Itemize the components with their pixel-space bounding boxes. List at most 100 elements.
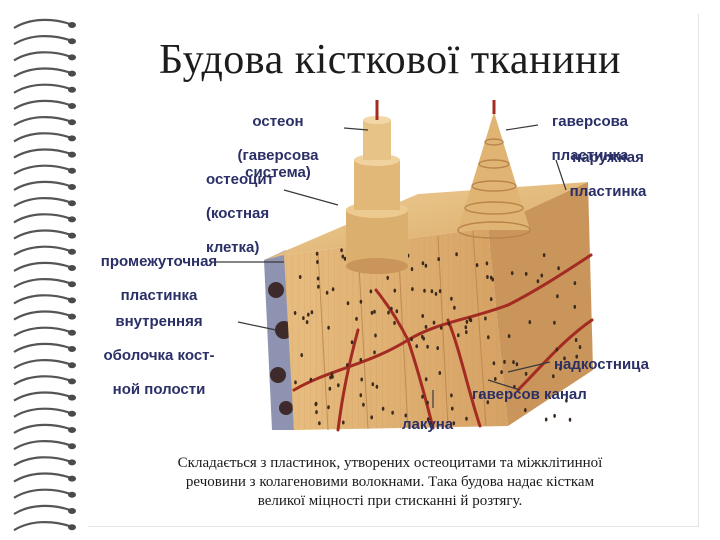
spiral-hole [68, 524, 76, 531]
lacuna-dot [432, 320, 436, 325]
lacuna-dot [524, 371, 528, 376]
spiral-ring [13, 278, 71, 289]
lacuna-dot [393, 321, 396, 325]
lacuna-dot [465, 319, 469, 324]
spiral-ring [13, 213, 71, 224]
lacuna-dot [556, 294, 559, 299]
lacuna-dot [341, 254, 345, 259]
lacuna-dot [557, 266, 560, 271]
spiral-ring [13, 229, 71, 240]
lacuna-dot [486, 400, 490, 405]
caption-line-2: речовини з колагеновими волокнами. Така … [185, 474, 595, 490]
lacuna-dot [302, 316, 305, 321]
lacuna-dot [485, 261, 489, 266]
lacuna-dot [451, 406, 454, 411]
bone-structure-diagram: остеон (гаверсова система) остеоцит (кос… [88, 90, 684, 440]
lacuna-dot [375, 384, 379, 389]
spiral-ring [13, 391, 71, 402]
lacuna-dot [300, 353, 303, 358]
lacuna-dot [484, 316, 487, 321]
spiral-hole [68, 313, 76, 320]
lacuna-dot [330, 372, 334, 377]
spiral-hole [68, 167, 76, 174]
lacuna-dot [374, 333, 377, 338]
lacuna-dot [393, 288, 397, 293]
spiral-hole [68, 70, 76, 77]
lacuna-dot [421, 394, 424, 399]
spiral-hole [68, 475, 76, 482]
lacuna-dot [373, 350, 376, 355]
label-osteocyte-line2: (костная [206, 205, 270, 222]
lacuna-dot [424, 324, 428, 329]
lacuna-dot [465, 330, 468, 335]
blood-vessels [292, 253, 594, 432]
caption-line-3: великої міцності при стисканні й розтягу… [257, 493, 523, 509]
lacuna-dot [329, 375, 332, 380]
lacuna-dot [342, 420, 345, 425]
lacuna-dot [429, 421, 433, 426]
spiral-ring [13, 245, 71, 256]
lacuna-dot [390, 306, 393, 311]
label-haversian-lamella: гаверсова пластинка [540, 96, 640, 164]
spiral-hole [68, 151, 76, 158]
lacuna-dot [355, 316, 358, 321]
label-endosteum-line2: оболочка кост- [103, 347, 215, 364]
lacuna-dot [552, 374, 555, 379]
label-endosteum-line1: внутренняя [115, 313, 203, 330]
lacuna-dot [573, 304, 577, 309]
lacuna-dot [447, 321, 451, 326]
lacuna-dot [307, 312, 310, 317]
lacuna-dot [568, 417, 572, 422]
spiral-ring [13, 67, 71, 78]
spiral-ring [13, 375, 71, 386]
label-periosteum: надкостница [554, 356, 649, 373]
spiral-ring [13, 440, 71, 451]
spiral-hole [68, 459, 76, 466]
spiral-hole [68, 184, 76, 190]
lacuna-dot [487, 335, 490, 340]
lacuna-dot [359, 299, 363, 304]
spiral-hole [68, 410, 76, 417]
label-interstitial-line1: промежуточная [100, 253, 218, 270]
label-interstitial-line2: пластинка [120, 287, 198, 304]
lacuna-dot [491, 277, 495, 282]
spiral-ring [13, 521, 71, 532]
lacuna-dot [309, 377, 313, 382]
label-osteon-line1: остеон [252, 113, 304, 130]
lacuna-dot [559, 366, 562, 371]
lacuna-dot [434, 291, 438, 296]
lacuna-dot [381, 406, 385, 411]
spiral-hole [68, 265, 76, 271]
spiral-hole [68, 281, 76, 288]
label-outer-lamella-line2: пластинка [569, 183, 647, 200]
lacuna-dot [350, 340, 354, 345]
label-outer-lamella-line1: наружная [572, 149, 644, 166]
spiral-hole [68, 427, 76, 433]
lacuna-dot [544, 417, 548, 422]
spiral-hole [68, 86, 76, 93]
lacuna-dot [370, 415, 374, 420]
lacuna-dot [578, 345, 582, 350]
slide-caption: Складається з пластинок, утворених остео… [100, 454, 680, 511]
lacuna-dot [424, 377, 428, 382]
lacuna-dot [395, 309, 399, 314]
lacuna-dot [415, 344, 419, 349]
spiral-ring [13, 488, 71, 499]
lacuna-dot [536, 279, 540, 284]
lacuna-dot [540, 273, 544, 278]
osteon-tower [346, 100, 408, 274]
lacuna-dot [314, 402, 318, 407]
page-title: Будова кісткової тканини [159, 37, 621, 83]
lacuna-dot [421, 314, 425, 318]
spiral-hole [68, 346, 76, 352]
spiral-ring [13, 423, 71, 434]
spiral-hole [68, 135, 76, 142]
spiral-ring [13, 294, 71, 305]
spiral-hole [68, 248, 76, 255]
lacuna-dot [553, 320, 556, 325]
spiral-ring [13, 472, 71, 483]
lacuna-dot [369, 289, 373, 294]
spiral-hole [68, 216, 76, 223]
lacuna-dot [325, 290, 329, 295]
lacuna-dot [386, 275, 390, 280]
